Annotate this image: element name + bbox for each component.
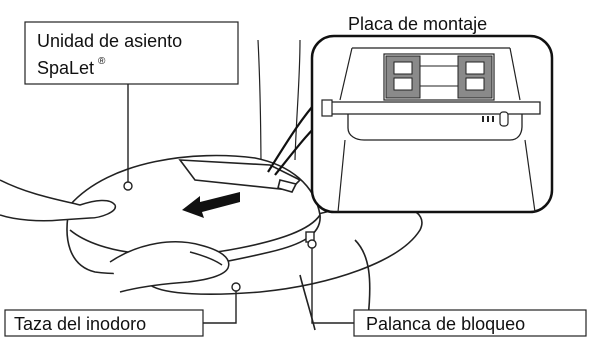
toilet-bowl-leader xyxy=(203,282,241,324)
seat-unit-label-line2: SpaLet xyxy=(37,58,94,78)
toilet-bowl-label-box: Taza del inodoro xyxy=(4,309,204,337)
toilet-bowl-label: Taza del inodoro xyxy=(14,314,146,334)
registered-mark: ® xyxy=(98,56,106,67)
plate-bracket xyxy=(383,53,495,101)
hands xyxy=(0,179,230,293)
lock-lever-label-box: Palanca de bloqueo xyxy=(353,309,587,337)
indicator-lights xyxy=(482,116,494,122)
seat-unit-label-line1: Unidad de asiento xyxy=(37,31,182,51)
mounting-plate-inset xyxy=(310,34,554,214)
mounting-plate-label: Placa de montaje xyxy=(348,14,487,34)
callout-bubble xyxy=(267,99,319,173)
seat-unit-leader xyxy=(123,84,133,191)
lock-lever-leader xyxy=(307,239,354,324)
lock-lever-label: Palanca de bloqueo xyxy=(366,314,525,334)
direction-arrow xyxy=(182,192,240,218)
seat-unit-label-box: Unidad de asiento SpaLet ® xyxy=(24,21,239,85)
